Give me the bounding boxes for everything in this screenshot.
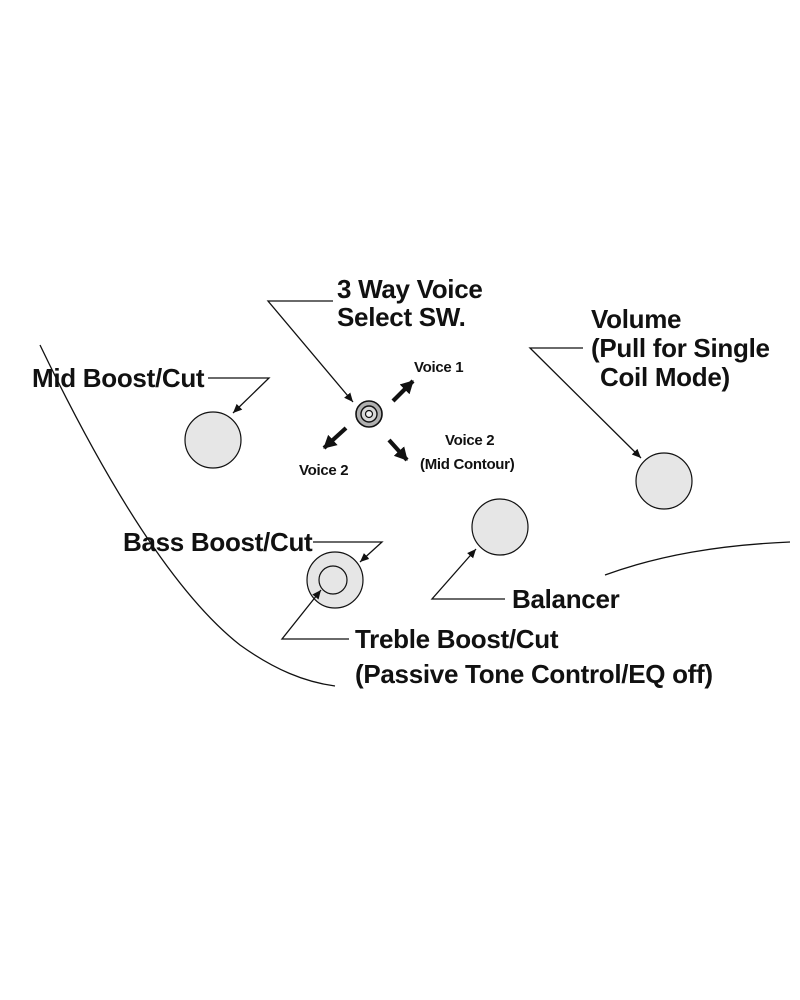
voice2-right-label: Voice 2 xyxy=(445,432,494,449)
concentric-bass-treble-knob xyxy=(306,551,364,609)
treble-label: Treble Boost/Cut xyxy=(355,624,559,654)
volume-label: Volume xyxy=(591,304,681,334)
treble-leader xyxy=(280,589,349,640)
volume-leader xyxy=(528,347,642,459)
voice-switch-leader xyxy=(266,300,354,403)
balancer-label: Balancer xyxy=(512,584,620,614)
volume-knob xyxy=(635,452,693,510)
mid-label: Mid Boost/Cut xyxy=(32,363,205,393)
voice2-direction-arrow xyxy=(322,426,348,450)
voice1-direction-arrow xyxy=(391,379,415,403)
voice2-left-label: Voice 2 xyxy=(299,462,348,479)
body-edge-left xyxy=(39,344,336,687)
volume-label-2: (Pull for Single xyxy=(591,333,770,363)
voice-switch xyxy=(355,400,383,428)
balancer-knob xyxy=(471,498,529,556)
treble-label-2: (Passive Tone Control/EQ off) xyxy=(355,659,713,689)
body-edge-right xyxy=(604,541,791,576)
treble-knob-inner xyxy=(318,565,348,595)
balancer-leader xyxy=(430,548,505,600)
bass-leader xyxy=(313,541,384,563)
voice2-mid-contour-direction-arrow xyxy=(387,438,409,462)
mid-knob xyxy=(184,411,242,469)
voice1-label: Voice 1 xyxy=(414,359,463,376)
voice-switch-label: 3 Way Voice xyxy=(337,274,483,304)
voice-switch-label-2: Select SW. xyxy=(337,302,466,332)
volume-label-3: Coil Mode) xyxy=(600,362,730,392)
voice2-right-label-2: (Mid Contour) xyxy=(420,456,515,473)
bass-label: Bass Boost/Cut xyxy=(123,527,313,557)
mid-leader xyxy=(208,377,271,414)
